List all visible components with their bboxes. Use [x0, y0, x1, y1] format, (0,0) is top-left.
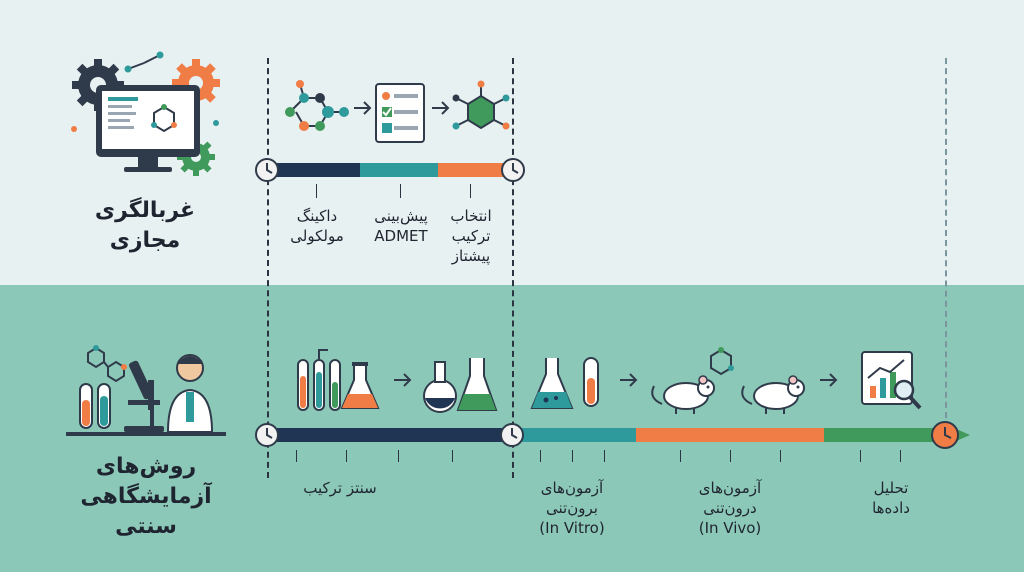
- bar-segment-in-vivo: [636, 428, 824, 442]
- arrow-icon: [432, 101, 450, 115]
- tick-mark: [900, 450, 901, 462]
- flask-icon: [423, 361, 457, 413]
- molecule-icon: [710, 347, 734, 376]
- test-tube-icon: [297, 349, 341, 411]
- tick-mark: [346, 450, 347, 462]
- step-label-analysis: تحلیل داده‌ها: [872, 479, 910, 517]
- tick-mark: [604, 450, 605, 462]
- bar-segment-synthesis: [272, 428, 512, 442]
- scientist-icon: [166, 354, 214, 433]
- mouse-icon: [741, 375, 805, 414]
- arrow-icon: [620, 373, 638, 387]
- step-label-lead: انتخاب ترکیب پیشتاز: [450, 207, 492, 265]
- checklist-icon: [375, 83, 425, 143]
- in-vitro-icon: [530, 357, 599, 409]
- guide-line-end: [945, 58, 947, 418]
- chart-magnifier-icon: [861, 351, 922, 410]
- mouse-icon: [651, 375, 715, 414]
- arrow-icon: [820, 373, 838, 387]
- computer-gears-icon: [71, 51, 220, 176]
- clock-icon: [255, 158, 279, 182]
- tick-mark: [452, 450, 453, 462]
- step-label-admet: پیش‌بینی ADMET: [374, 207, 428, 245]
- molecule-icon: [285, 80, 349, 131]
- clock-icon: [501, 158, 525, 182]
- step-label-docking: داکینگ مولکولی: [290, 207, 344, 245]
- tick-mark: [316, 184, 317, 198]
- tick-mark: [730, 450, 731, 462]
- scientist-lab-icon: [66, 345, 226, 436]
- tick-mark: [398, 450, 399, 462]
- step-label-in-vitro: آزمون‌های برون‌تنی (In Vitro): [539, 479, 605, 537]
- clock-icon: [500, 423, 524, 447]
- monitor-icon: [96, 85, 200, 172]
- tick-mark: [780, 450, 781, 462]
- test-tube-icon: [79, 383, 111, 429]
- clock-icon: [931, 421, 959, 449]
- synthesis-icon: [297, 349, 380, 411]
- bar-segment-docking: [272, 163, 360, 177]
- tick-mark: [540, 450, 541, 462]
- step-label-in-vivo: آزمون‌های درون‌تنی (In Vivo): [698, 479, 762, 537]
- virtual-screening-title: غربالگری مجازی: [94, 198, 196, 253]
- microscope-icon: [124, 360, 164, 432]
- bar-segment-analysis: [824, 428, 942, 442]
- tick-mark: [680, 450, 681, 462]
- step-label-synthesis: سنتز ترکیب: [303, 479, 377, 497]
- flasks-icon: [423, 358, 498, 413]
- tick-mark: [296, 450, 297, 462]
- guide-line-virtual-end: [512, 58, 514, 478]
- bar-segment-in-vitro: [512, 428, 636, 442]
- traditional-lab-title: روش‌های آزمایشگاهی سنتی: [80, 454, 212, 539]
- bar-segment-lead: [438, 163, 508, 177]
- guide-line-start: [267, 58, 269, 478]
- flask-icon: [340, 362, 380, 409]
- tick-mark: [470, 184, 471, 198]
- tick-mark: [400, 184, 401, 198]
- lead-molecule-icon: [452, 80, 510, 130]
- tick-mark: [572, 450, 573, 462]
- arrow-icon: [354, 101, 372, 115]
- tick-mark: [860, 450, 861, 462]
- arrow-icon: [394, 373, 412, 387]
- bar-segment-admet: [360, 163, 438, 177]
- clock-icon: [255, 423, 279, 447]
